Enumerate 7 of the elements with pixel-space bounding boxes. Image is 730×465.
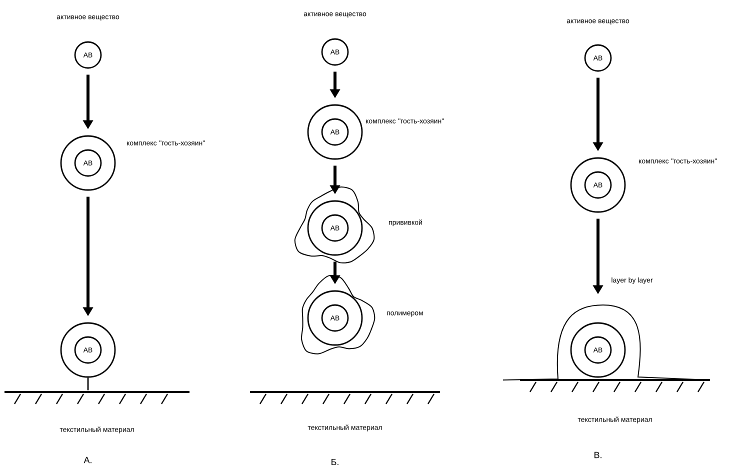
panel-letter: А. xyxy=(84,456,92,464)
panel-letter: В. xyxy=(594,452,602,458)
surface-drawing xyxy=(4,391,190,404)
stem-line xyxy=(87,378,89,390)
panel-letter: Б. xyxy=(332,458,338,465)
surface-drawing xyxy=(250,391,440,404)
surface-drawing xyxy=(520,379,710,392)
